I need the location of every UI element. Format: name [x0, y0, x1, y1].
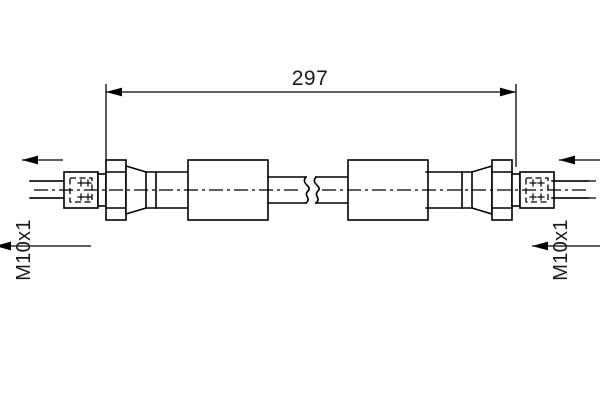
overall-length-dimension: 297: [105, 67, 517, 167]
right-shank: [425, 171, 463, 209]
hose-run-right: [315, 176, 351, 204]
right-tube-stub: [551, 180, 589, 199]
left-shank: [155, 171, 191, 209]
right-thread-label: M10x1: [550, 219, 572, 281]
dimension-label-297: 297: [292, 67, 329, 90]
hose-run-left: [267, 176, 307, 204]
hose-break-symbol: [303, 175, 320, 205]
right-body-block: [347, 159, 429, 221]
left-thread-label: M10x1: [13, 219, 35, 281]
left-tube-stub: [29, 180, 65, 199]
